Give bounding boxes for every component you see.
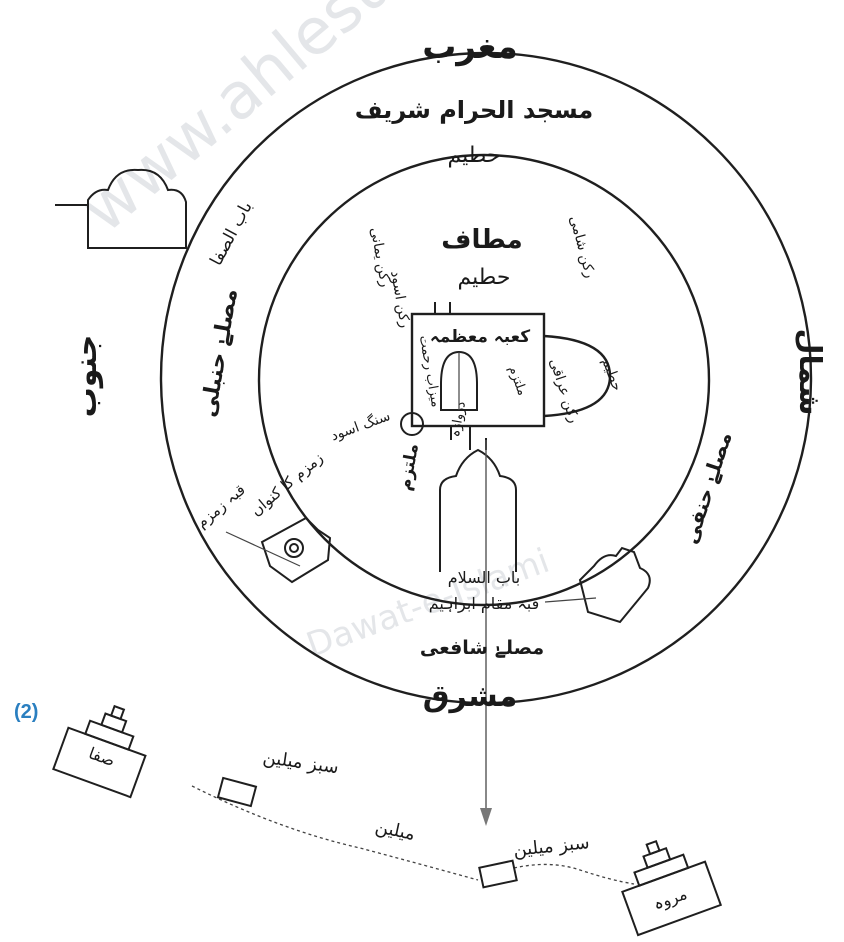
- label-west: مغرب: [422, 27, 518, 67]
- zamzam-building: [260, 516, 332, 584]
- label-kaaba: کعبہ معظمہ: [430, 327, 530, 347]
- label-green-marker-2: سبز میلین: [512, 832, 590, 861]
- label-south: جنوب: [69, 335, 104, 418]
- label-marwah: مروہ: [651, 884, 690, 915]
- figure-number: (2): [14, 701, 38, 723]
- kaaba-bottom-mark: [450, 426, 471, 440]
- label-zamzam-well: زمزم کا کنواں: [247, 449, 327, 520]
- label-musalla-shafi: مصلےٰ شافعی: [420, 637, 544, 659]
- label-musalla-hanbali: مصلےٰ حنبلی: [196, 287, 243, 419]
- label-green-marker-1: سبز میلین: [262, 747, 341, 778]
- inner-ring: [257, 153, 711, 607]
- marwah-building: [621, 839, 723, 937]
- hajar-aswad: [400, 412, 424, 436]
- green-marker-1: [216, 776, 258, 808]
- sai-path-right: [513, 863, 635, 885]
- label-qubba-zamzam: قبہ زمزم: [193, 481, 249, 532]
- sai-path-left: [191, 785, 479, 881]
- bab-us-safa-gate: [55, 168, 187, 249]
- hatim-arc: [543, 334, 612, 418]
- qibla-arrow-head: [480, 808, 492, 826]
- label-bab-us-safa: باب الصفا: [206, 198, 256, 269]
- maqam-ibrahim-dome: [439, 448, 517, 572]
- label-masjid-haram: مسجد الحرام شریف: [355, 96, 594, 124]
- zamzam-well-inner: [289, 543, 299, 553]
- label-hatim-inner: حطیم: [458, 265, 511, 290]
- bab-us-salam-pointer: [544, 597, 597, 603]
- label-safa: صفا: [86, 743, 117, 770]
- bab-us-salam-building: [578, 546, 651, 624]
- label-darwaza: دروازہ: [448, 400, 469, 438]
- zamzam-pointer: [225, 531, 301, 567]
- label-maqam-ibrahim: قبہ مقام ابراہیم: [429, 594, 540, 614]
- label-mataf: مطاف: [441, 225, 522, 255]
- safa-building: [52, 704, 147, 799]
- label-east: مشرق: [423, 679, 518, 714]
- label-bab-us-salam: باب السلام: [448, 568, 521, 587]
- label-musalla-hanafi: مصلےٰ حنفی: [678, 429, 737, 547]
- label-rukn-aswad: رکن اسود: [387, 270, 413, 330]
- green-marker-2: [478, 859, 518, 889]
- label-rukn-shami: رکن شامی: [566, 214, 598, 280]
- label-mataf-marker: ملتزم: [395, 442, 423, 492]
- label-hatim: حطیم: [598, 356, 625, 393]
- label-sai-middle: میلین: [373, 816, 417, 845]
- kaaba: [410, 312, 546, 428]
- label-hatim-top: حطیم: [448, 143, 501, 168]
- label-north: شمال: [792, 329, 827, 416]
- label-multazam: ملتزم: [505, 364, 530, 398]
- maqam-top: [469, 438, 487, 450]
- label-sang-aswad: سنگ اسود: [328, 407, 392, 444]
- zamzam-well: [284, 538, 304, 558]
- kaaba-top-mark: [434, 302, 451, 314]
